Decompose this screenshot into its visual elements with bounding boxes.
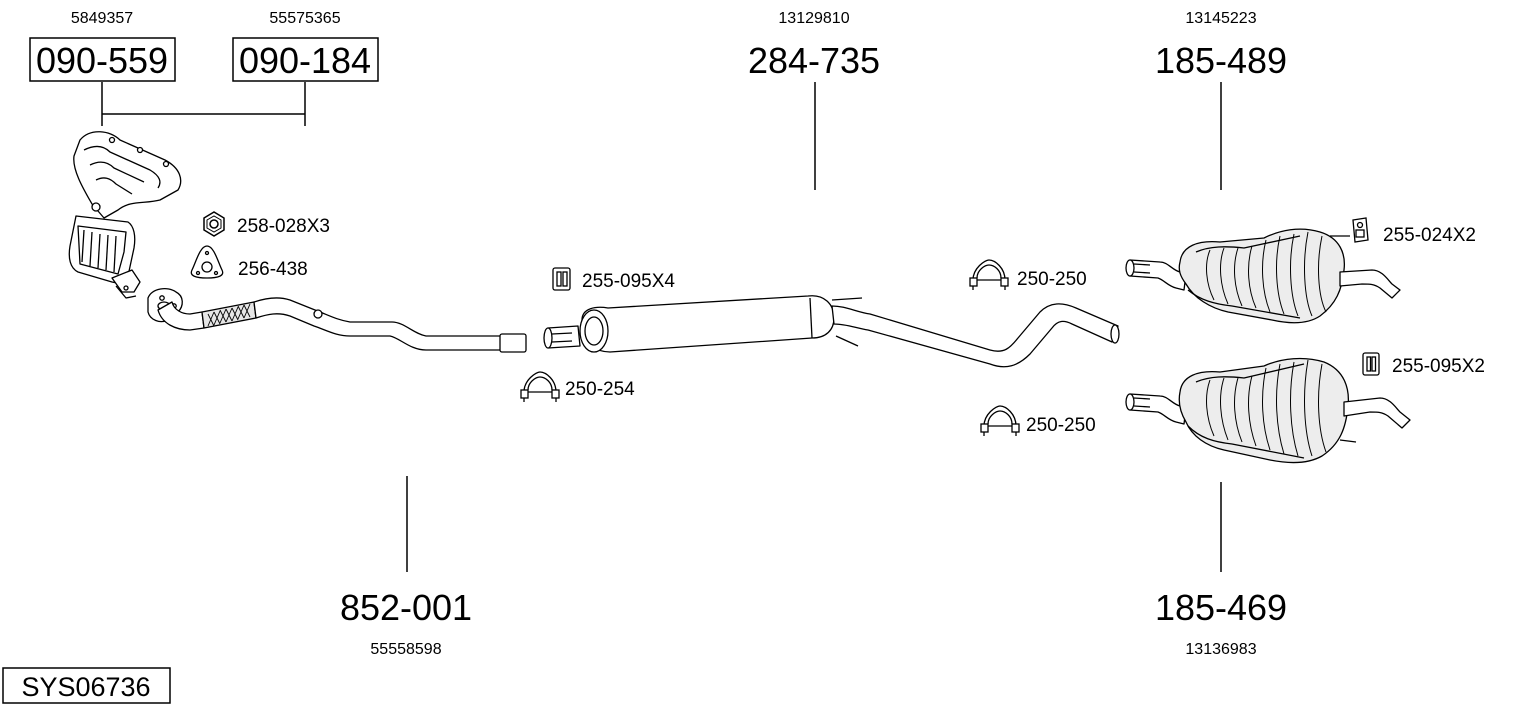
part-box-manifold-a <box>29 37 176 82</box>
accessory-clamp-middle-label[interactable]: 250-250 <box>1017 269 1087 290</box>
manifold-leader-lines <box>101 82 306 126</box>
exhaust-manifold-drawing[interactable] <box>68 131 182 299</box>
clamp-icon <box>520 371 560 402</box>
part-number-manifold-a[interactable]: 090-559 <box>36 40 168 81</box>
oem-number-manifold-b: 55575365 <box>269 10 340 27</box>
accessory-clamp-front-label[interactable]: 250-254 <box>565 379 635 400</box>
accessory-rubber-mount-middle-label[interactable]: 255-095X4 <box>582 271 675 292</box>
part-number-front-pipe[interactable]: 852-001 <box>340 587 472 628</box>
rear-silencer-a-drawing[interactable] <box>1125 228 1401 324</box>
part-box-manifold-b <box>232 37 379 82</box>
rear-silencer-b-drawing[interactable] <box>1125 357 1411 464</box>
rubber-mount-icon <box>1362 352 1380 376</box>
oem-number-middle-silencer: 13129810 <box>778 10 849 27</box>
accessory-nut-label[interactable]: 258-028X3 <box>237 216 330 237</box>
oem-number-front-pipe: 55558598 <box>370 641 441 658</box>
clamp-icon <box>980 405 1020 436</box>
part-number-middle-silencer[interactable]: 284-735 <box>748 40 880 81</box>
oem-number-rear-silencer-b: 13136983 <box>1185 641 1256 658</box>
rubber-mount-icon <box>1352 217 1369 243</box>
rubber-mount-icon <box>552 267 571 291</box>
front-pipe-drawing[interactable] <box>147 287 527 353</box>
system-code: SYS06736 <box>21 672 150 702</box>
oem-number-rear-silencer-a: 13145223 <box>1185 10 1256 27</box>
middle-silencer-drawing[interactable] <box>543 295 1120 368</box>
accessory-clamp-rear-label[interactable]: 250-250 <box>1026 415 1096 436</box>
nut-icon <box>203 211 225 237</box>
clamp-icon <box>969 259 1009 290</box>
part-number-rear-silencer-b[interactable]: 185-469 <box>1155 587 1287 628</box>
accessory-rubber-mount-rear-b-label[interactable]: 255-095X2 <box>1392 356 1485 377</box>
accessory-gasket-label[interactable]: 256-438 <box>238 259 308 280</box>
part-number-manifold-b[interactable]: 090-184 <box>239 40 371 81</box>
system-code-box <box>2 667 171 704</box>
part-number-rear-silencer-a[interactable]: 185-489 <box>1155 40 1287 81</box>
gasket-icon <box>190 245 224 279</box>
accessory-rubber-mount-rear-a-label[interactable]: 255-024X2 <box>1383 225 1476 246</box>
oem-number-manifold-a: 5849357 <box>71 10 133 27</box>
